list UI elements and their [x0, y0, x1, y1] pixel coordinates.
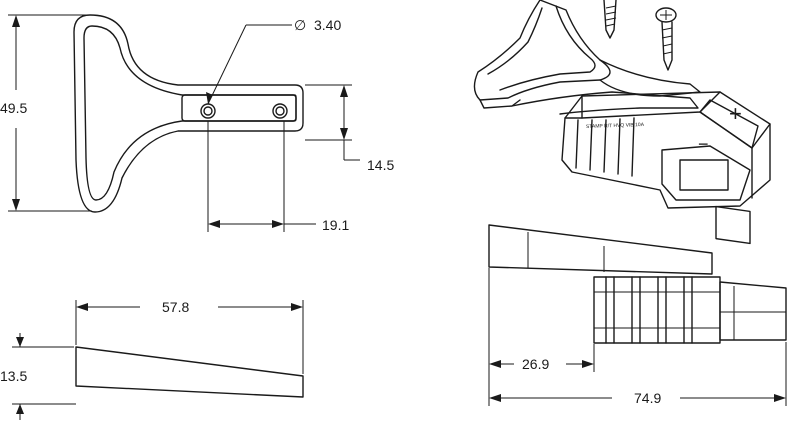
connector-ribs [575, 117, 635, 177]
assembly-side-view: 26.9 74.9 [488, 224, 787, 406]
dim-label-handle-height: 49.5 [0, 100, 27, 116]
mount-hole-left-inner [203, 106, 213, 116]
handle-side-outline [75, 346, 304, 398]
handle-side-view: 57.8 13.5 [0, 299, 304, 420]
iso-handle-outline [473, 0, 611, 101]
dim-symbol-diameter: ∅ [294, 17, 306, 33]
handle-top-view: 49.5 ∅ 3.40 14.5 19.1 [0, 14, 394, 233]
hole-leader [207, 24, 247, 105]
socket-positive [699, 99, 759, 149]
dim-label-total-length: 74.9 [634, 390, 661, 406]
handle-inner-outline [83, 25, 297, 201]
connector-marking: STAMP R/T HVQ VIB 10A [586, 122, 645, 130]
handle-outline [73, 14, 304, 213]
socket-negative [661, 145, 751, 201]
assembly-ribs [605, 276, 693, 344]
dim-label-hole-diameter: 3.40 [314, 17, 341, 33]
minus-symbol: − [698, 134, 709, 154]
assembly-contact-housing [719, 281, 787, 341]
plus-symbol: + [729, 101, 742, 126]
mount-hole-right-inner [275, 106, 285, 116]
iso-handle-arm [599, 59, 701, 97]
dim-label-connector-offset: 26.9 [522, 356, 549, 372]
dim-label-mount-height: 14.5 [367, 157, 394, 173]
dim-label-side-height: 13.5 [0, 368, 27, 384]
dim-label-hole-spacing: 19.1 [322, 217, 349, 233]
mount-hole-right [272, 103, 288, 119]
screw-right [655, 7, 677, 71]
screw-left [603, 0, 617, 39]
dim-label-side-length: 57.8 [162, 299, 189, 315]
mount-hole-left [200, 103, 216, 119]
isometric-view: STAMP R/T HVQ VIB 10A + − [473, 0, 771, 245]
assembly-connector-body [593, 276, 721, 344]
connector-body-outline [561, 91, 771, 209]
mount-plate [181, 94, 297, 122]
assembly-handle [488, 224, 713, 275]
